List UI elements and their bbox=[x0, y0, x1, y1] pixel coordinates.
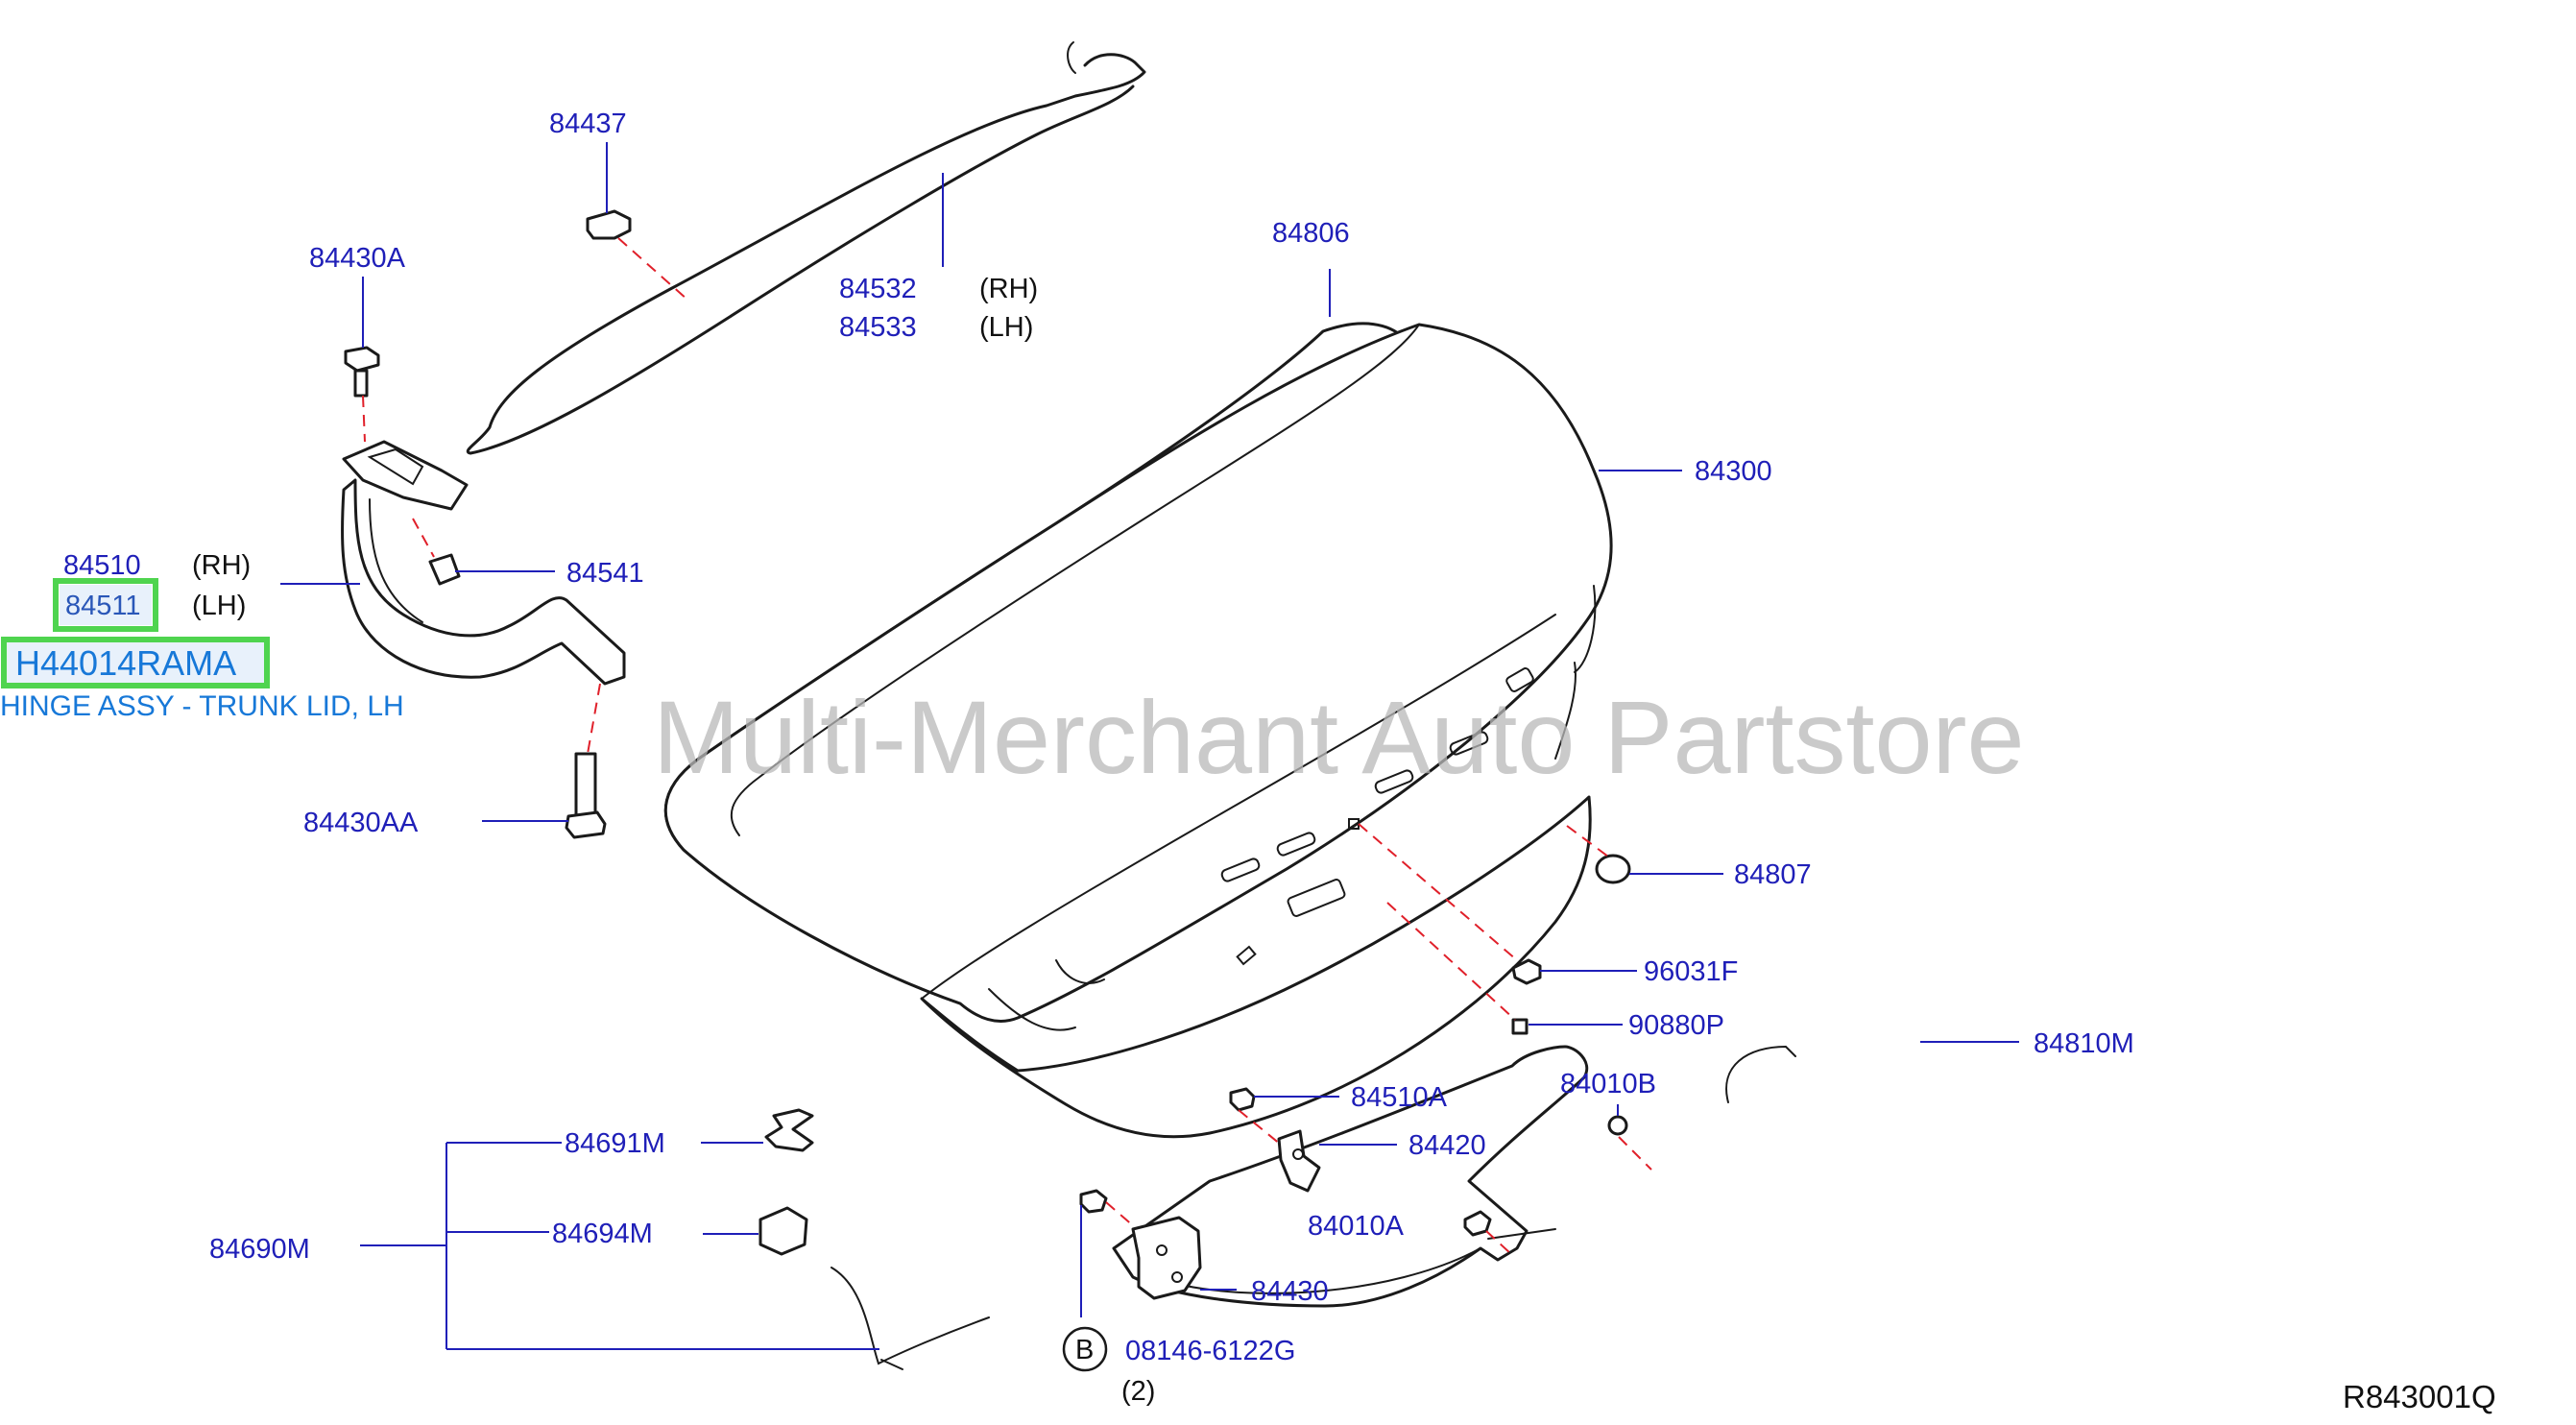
part-label-90880P[interactable]: 90880P bbox=[1628, 1010, 1724, 1041]
part-label-84300[interactable]: 84300 bbox=[1695, 456, 1772, 487]
part-label-84806[interactable]: 84806 bbox=[1272, 218, 1350, 249]
watermark: Multi-Merchant Auto Partstore bbox=[653, 679, 2025, 795]
trunk-lid-drawing bbox=[663, 322, 1613, 1139]
part-label-84420[interactable]: 84420 bbox=[1408, 1130, 1486, 1161]
highlight-box-part-code bbox=[1, 637, 270, 688]
part-label-84430A[interactable]: 84430A bbox=[309, 243, 406, 274]
garnish-84810M-drawing bbox=[1112, 1045, 1588, 1308]
part-label-84533[interactable]: 84533 bbox=[839, 312, 917, 343]
part-label-84532[interactable]: 84532 bbox=[839, 274, 917, 304]
part-label-84430[interactable]: 84430 bbox=[1251, 1276, 1329, 1307]
part-label-84511-highlighted[interactable]: 84511 bbox=[65, 591, 141, 621]
bolt-84430A-drawing bbox=[344, 346, 380, 398]
side-label-rh-84510: (RH) bbox=[192, 550, 251, 581]
clip-90880P-drawing bbox=[1511, 1018, 1529, 1035]
part-label-84430AA[interactable]: 84430AA bbox=[303, 808, 419, 838]
bolt-84430AA-drawing bbox=[565, 752, 607, 839]
side-label-lh-84511: (LH) bbox=[192, 591, 246, 621]
assembly-lines bbox=[362, 237, 1652, 1255]
part-label-84510A[interactable]: 84510A bbox=[1351, 1082, 1448, 1113]
part-label-84690M[interactable]: 84690M bbox=[209, 1234, 310, 1265]
side-label-lh-84533: (LH) bbox=[979, 312, 1033, 343]
handle-84691M-drawing bbox=[764, 1108, 814, 1152]
part-label-84810M[interactable]: 84810M bbox=[2034, 1028, 2134, 1059]
diagram-reference-code: R843001Q bbox=[2343, 1379, 2496, 1414]
hinge-assy-drawing bbox=[341, 440, 626, 686]
trunk-lid-lower-edge bbox=[921, 614, 1556, 1000]
trunk-lid-inner-frame bbox=[920, 795, 1592, 1139]
hinge-bracket-top bbox=[342, 440, 469, 511]
plug-84807-drawing bbox=[1595, 854, 1631, 884]
highlight-part-description: HINGE ASSY - TRUNK LID, LH bbox=[0, 690, 404, 722]
bolt-08146-drawing bbox=[1079, 1189, 1108, 1214]
trunk-lid-inner-edge bbox=[730, 324, 1420, 836]
wire-84010B-drawing bbox=[1607, 1045, 1796, 1136]
part-label-08146-6122G[interactable]: 08146-6122G bbox=[1125, 1336, 1295, 1366]
part-label-84010A[interactable]: 84010A bbox=[1308, 1211, 1405, 1242]
bracket-84420-drawing bbox=[1277, 1129, 1321, 1193]
clip-84437-drawing bbox=[586, 209, 632, 240]
leader-lines bbox=[280, 142, 2019, 1350]
hinge-arm bbox=[341, 478, 626, 686]
bolt-b-circle bbox=[1062, 1326, 1108, 1372]
clip-84510A-drawing bbox=[1229, 1087, 1256, 1112]
clip-96031F-drawing bbox=[1511, 958, 1542, 985]
part-label-84694M[interactable]: 84694M bbox=[552, 1219, 653, 1249]
part-label-84691M[interactable]: 84691M bbox=[565, 1128, 665, 1159]
highlight-box-84511 bbox=[53, 578, 158, 632]
part-label-84010B[interactable]: 84010B bbox=[1560, 1069, 1656, 1099]
trunk-lid-panel bbox=[663, 323, 1613, 1023]
torsion-bar bbox=[467, 53, 1146, 455]
side-label-rh-84532: (RH) bbox=[979, 274, 1038, 304]
latch-84430-drawing bbox=[1131, 1216, 1202, 1300]
highlight-part-code[interactable]: H44014RAMA bbox=[15, 643, 236, 683]
part-label-84437[interactable]: 84437 bbox=[549, 109, 627, 139]
torsion-bar-drawing bbox=[467, 41, 1146, 455]
bolt-b-letter: B bbox=[1075, 1335, 1094, 1365]
cable-drawing bbox=[831, 1267, 990, 1370]
bolt-quantity: (2) bbox=[1121, 1376, 1155, 1407]
cap-84694M-drawing bbox=[758, 1206, 808, 1256]
part-label-84541[interactable]: 84541 bbox=[566, 558, 644, 589]
part-label-84510[interactable]: 84510 bbox=[63, 550, 141, 581]
highlight-fill-84511 bbox=[60, 585, 152, 625]
part-label-96031F[interactable]: 96031F bbox=[1644, 956, 1738, 987]
stopper-84541-drawing bbox=[428, 553, 461, 586]
part-label-84807[interactable]: 84807 bbox=[1734, 859, 1812, 890]
